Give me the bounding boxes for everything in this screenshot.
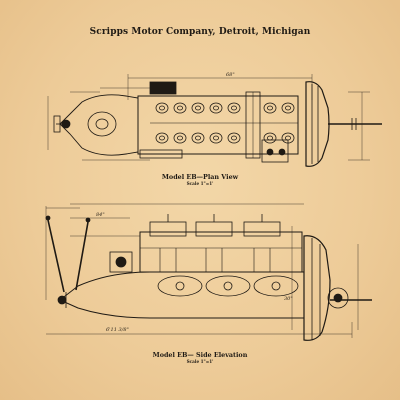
elev-height-label: 30" [284, 296, 293, 302]
page-title: Scripps Motor Company, Detroit, Michigan [89, 27, 311, 37]
elevation-scale: Scale 1"=1' [186, 359, 214, 364]
plan-view-scale: Scale 1"=1' [186, 181, 214, 186]
plan-view-caption: Model EB—Plan View [161, 173, 239, 181]
plan-view-drawing: 68" [47, 72, 382, 167]
elev-length-label: 84" [96, 212, 105, 218]
elev-overall-label: 6'11 3/8" [106, 327, 129, 333]
elevation-view-drawing: 84" [45, 203, 372, 341]
elevation-caption: Model EB— Side Elevation [152, 351, 248, 359]
plan-length-label: 68" [226, 72, 235, 78]
